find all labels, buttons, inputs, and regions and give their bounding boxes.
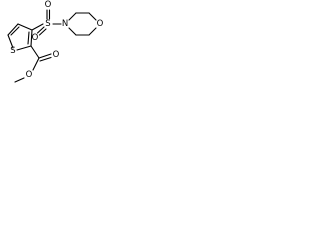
bond-thiophene-c5-c4-double (10, 26, 20, 36)
chemical-structure-diagram: O O S N O S O O (7, 0, 104, 83)
bond-morpholine-c-lower-n (68, 27, 77, 36)
bond-c3-sulfonyl-s (31, 23, 44, 31)
atom-sulfonyl-o-top: O (45, 0, 52, 10)
atom-morpholine-o: O (97, 19, 104, 29)
bond-thiophene-c3-c2 (30, 29, 33, 47)
bond-thiophene-c4-c3 (17, 23, 33, 31)
bond-thiophene-c5-c4 (7, 23, 19, 36)
bond-carbonyl-c-o-b (39, 56, 52, 62)
bond-carbonyl-c-o-a (38, 53, 52, 59)
morpholine-ring (68, 12, 97, 36)
bond-sulfonyl-s-o-left-b (38, 28, 47, 36)
atom-morpholine-n: N (62, 19, 68, 29)
bond-morpholine-o-c-lower2 (88, 27, 97, 36)
thiophene-ring (7, 23, 33, 51)
atom-sulfonyl-s: S (45, 19, 50, 29)
bond-carbonyl-c-ether-o (32, 57, 40, 71)
atom-sulfonyl-o-left: O (32, 33, 39, 43)
bond-morpholine-c-upper2-o (88, 12, 97, 21)
sulfonyl-group (31, 9, 62, 36)
methyl-ester-group (14, 45, 52, 83)
bond-c2-carbonyl-c (30, 45, 40, 59)
bond-thiophene-c3-c2-double (27, 31, 30, 45)
bond-thiophene-s-c5 (7, 34, 14, 49)
bond-morpholine-n-c-upper (68, 12, 77, 21)
bond-sulfonyl-s-o-left-a (36, 26, 45, 34)
bond-thiophene-c2-s (16, 45, 32, 51)
atom-ester-o-ether: O (26, 70, 33, 80)
atom-thiophene-s: S (10, 46, 15, 56)
bond-ether-o-methyl (14, 77, 25, 83)
atom-ester-o-carbonyl: O (53, 50, 60, 60)
